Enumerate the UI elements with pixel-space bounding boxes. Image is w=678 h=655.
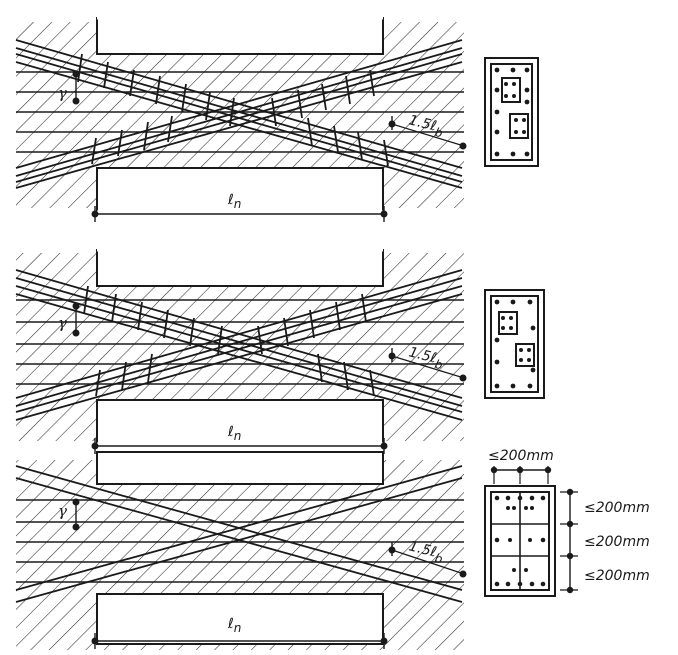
side-spacing-dimension: ≤200mm ≤200mm ≤200mm [560, 488, 650, 594]
cross-section-2 [484, 289, 545, 399]
gamma-label: γ [58, 84, 67, 102]
anchorage-dimension: 1.5ℓb [388, 538, 467, 578]
span-label: ℓn [227, 424, 241, 443]
anchorage-dimension: 1.5ℓb [388, 344, 467, 382]
span-dimension: ℓn [91, 192, 388, 222]
span-dimension: ℓn [91, 616, 388, 649]
bundle-box-top [498, 311, 518, 335]
side-spacing-label-3: ≤200mm [584, 568, 650, 584]
elevation-panel-3: γ 1.5ℓb ℓn [15, 451, 467, 650]
side-spacing-label-1: ≤200mm [584, 500, 650, 516]
bundle-box-top [501, 77, 521, 103]
gamma-dimension: γ [58, 498, 80, 531]
anchorage-label: 1.5ℓb [406, 112, 446, 140]
opening-bottom [96, 167, 384, 213]
diagonal-ties [83, 285, 375, 397]
side-spacing-label-2: ≤200mm [584, 534, 650, 550]
top-spacing-label: ≤200mm [488, 448, 554, 464]
elevation-panel-2: γ 1.5ℓb ℓn [15, 248, 467, 454]
cross-section-3: ≤200mm ≤200mm ≤20 [484, 448, 650, 597]
gamma-dimension: γ [58, 302, 80, 337]
diagonal-ties [77, 53, 389, 167]
elevation-panel-1: γ 1.5ℓb ℓn [15, 16, 467, 222]
top-spacing-dimension: ≤200mm [488, 448, 554, 484]
bundle-box-bottom [515, 343, 535, 367]
gamma-label: γ [58, 314, 67, 332]
diagonal-bundles [15, 269, 463, 421]
opening-bottom [96, 593, 384, 645]
gamma-label: γ [58, 502, 67, 520]
gamma-dimension: γ [58, 70, 80, 105]
anchorage-dimension: 1.5ℓb [388, 112, 467, 150]
cross-section-1 [484, 57, 539, 167]
opening-top [96, 17, 384, 55]
span-label: ℓn [227, 192, 241, 211]
anchorage-label: 1.5ℓb [406, 344, 446, 372]
opening-top [96, 249, 384, 287]
confinement-grid [491, 492, 549, 590]
span-label: ℓn [227, 616, 241, 635]
diagonal-bundles [15, 465, 463, 603]
diagonal-bundles [15, 39, 463, 189]
anchorage-label: 1.5ℓb [406, 538, 446, 566]
bundle-box-bottom [509, 113, 529, 139]
opening-top [96, 451, 384, 485]
